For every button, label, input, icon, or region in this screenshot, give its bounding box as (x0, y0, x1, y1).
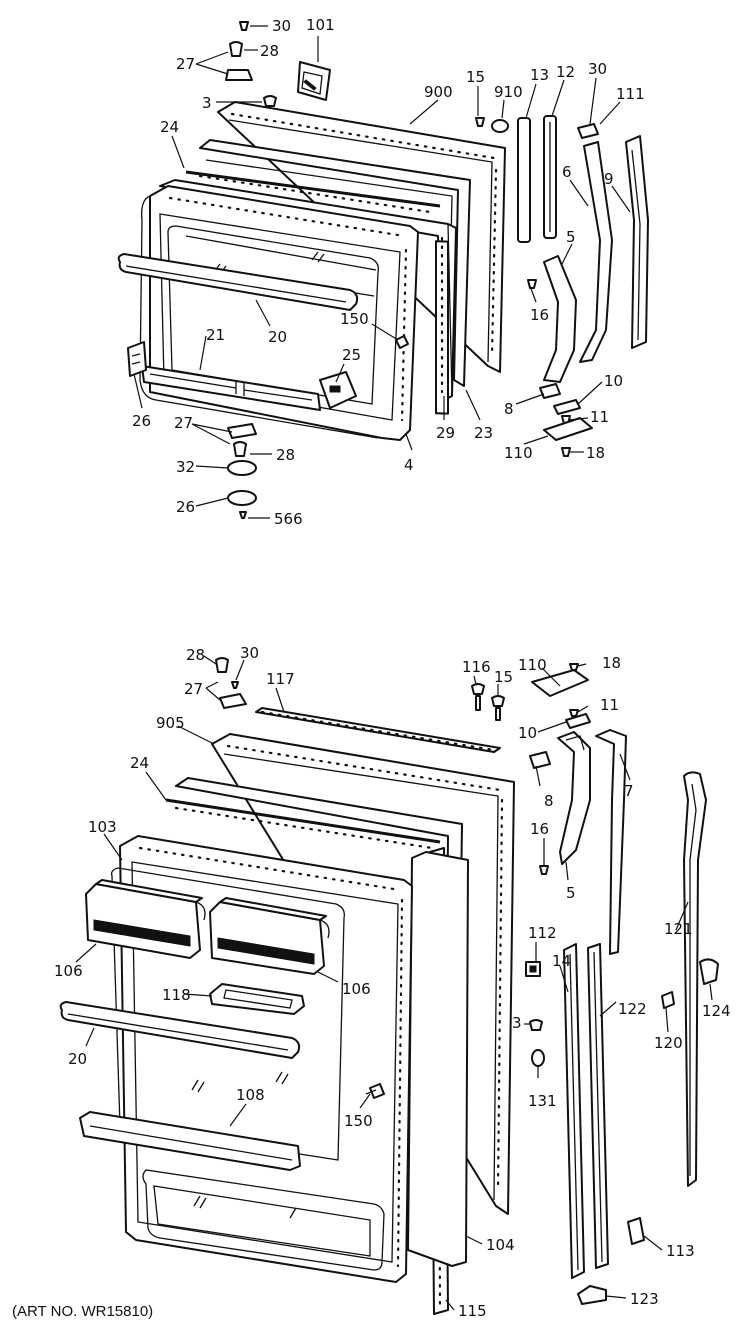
callout: 27 (176, 55, 195, 73)
callout: 104 (486, 1236, 515, 1254)
fresh-food-door-assembly (59, 657, 719, 1315)
callout: 8 (544, 792, 554, 810)
callout: 8 (504, 400, 514, 418)
screw-150-lower (365, 1083, 385, 1099)
callout: 566 (274, 510, 303, 528)
callout: 24 (130, 754, 149, 772)
shelf-21 (141, 365, 321, 411)
bin-106-left (85, 879, 206, 959)
callout: 18 (602, 654, 621, 672)
callout: 28 (276, 446, 295, 464)
callout: 14 (552, 952, 571, 970)
callout: 16 (530, 306, 549, 324)
strip-29 (435, 236, 449, 415)
callout: 29 (436, 424, 455, 442)
shelf-bar-20-lower (59, 1001, 301, 1059)
callout: 15 (494, 668, 513, 686)
callout: 111 (616, 85, 645, 103)
callout: 4 (404, 456, 414, 474)
freezer-door-assembly (117, 21, 649, 519)
callout: 10 (604, 372, 623, 390)
callout: 150 (340, 310, 369, 328)
callout: 30 (588, 60, 607, 78)
callout: 7 (624, 782, 634, 800)
callout: 150 (344, 1112, 373, 1130)
callout: 27 (174, 414, 193, 432)
callout: 121 (664, 920, 693, 938)
callout: 124 (702, 1002, 731, 1020)
callout: 10 (518, 724, 537, 742)
callout: 21 (206, 326, 225, 344)
callout: 117 (266, 670, 295, 688)
tray-118 (209, 983, 305, 1015)
callout: 13 (530, 66, 549, 84)
callout: 910 (494, 83, 523, 101)
callout: 6 (562, 163, 572, 181)
end-cap-26 (127, 341, 147, 377)
callout: 18 (586, 444, 605, 462)
callout: 3 (202, 94, 212, 112)
callout: 11 (600, 696, 619, 714)
art-number-caption: (ART NO. WR15810) (12, 1303, 153, 1320)
screw-150 (395, 335, 409, 349)
freezer-callouts: 30 28 27 101 3 900 15 910 13 12 30 111 2… (132, 16, 645, 528)
callout: 113 (666, 1242, 695, 1260)
hinge-hardware-lower (215, 657, 247, 709)
callout: 905 (156, 714, 185, 732)
callout: 9 (604, 170, 614, 188)
gasket-strip-117 (255, 707, 501, 753)
callout: 15 (466, 68, 485, 86)
callout: 131 (528, 1092, 557, 1110)
callout: 27 (184, 680, 203, 698)
inner-liner-4 (139, 185, 419, 441)
handle-assembly-fresh (471, 663, 719, 1305)
callout: 5 (566, 228, 576, 246)
callout: 28 (186, 646, 205, 664)
callout: 900 (424, 83, 453, 101)
callout: 123 (630, 1290, 659, 1308)
callout: 112 (528, 924, 557, 942)
handle-assembly-freezer (475, 115, 649, 457)
freezer-leaders (133, 25, 631, 519)
callout: 32 (176, 458, 195, 476)
callout: 20 (268, 328, 287, 346)
callout: 12 (556, 63, 575, 81)
callout: 103 (88, 818, 117, 836)
callout: 110 (518, 656, 547, 674)
callout: 26 (176, 498, 195, 516)
callout: 30 (272, 17, 291, 35)
callout: 120 (654, 1034, 683, 1052)
callout: 106 (54, 962, 83, 980)
hinge-hardware-top (225, 21, 331, 107)
callout: 25 (342, 346, 361, 364)
callout: 108 (236, 1086, 265, 1104)
fresh-food-callouts: 28 30 27 117 116 15 110 18 11 10 905 24 … (54, 644, 731, 1320)
callout: 11 (590, 408, 609, 426)
callout: 122 (618, 1000, 647, 1018)
callout: 20 (68, 1050, 87, 1068)
callout: 28 (260, 42, 279, 60)
bin-106-right (209, 897, 330, 975)
fresh-food-leaders (75, 655, 713, 1311)
end-cap-25 (319, 371, 357, 409)
callout: 101 (306, 16, 335, 34)
callout: 24 (160, 118, 179, 136)
callout: 118 (162, 986, 191, 1004)
shelf-bar-20 (117, 253, 359, 311)
callout: 3 (512, 1014, 522, 1032)
callout: 116 (462, 658, 491, 676)
callout: 115 (458, 1302, 487, 1320)
hinge-hardware-bottom (227, 423, 257, 519)
callout: 5 (566, 884, 576, 902)
callout: 106 (342, 980, 371, 998)
callout: 110 (504, 444, 533, 462)
callout: 23 (474, 424, 493, 442)
callout: 30 (240, 644, 259, 662)
callout: 26 (132, 412, 151, 430)
gasket-104 (407, 851, 469, 1267)
shelf-108 (79, 1111, 301, 1171)
callout: 16 (530, 820, 549, 838)
